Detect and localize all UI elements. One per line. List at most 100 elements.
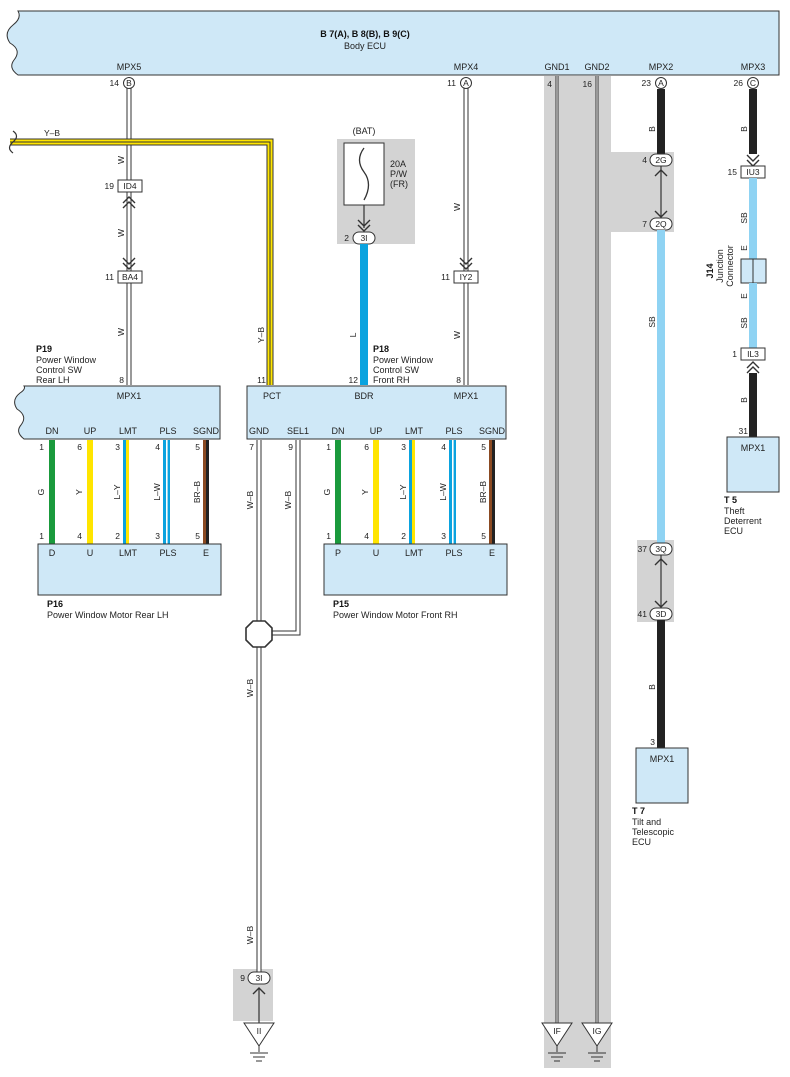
front-sw-code: P18 (373, 344, 389, 354)
j14-e1: E (739, 245, 749, 251)
j14-code: J14 (705, 263, 715, 278)
front-sw-mpx: MPX1 (454, 391, 479, 401)
rear-wire-g (49, 440, 55, 544)
splice-point (245, 620, 273, 648)
port-mpx2: MPX2 (649, 62, 674, 72)
ground-symbol-ii (243, 1022, 275, 1062)
rear-wire-y-label: Y (74, 489, 84, 495)
rear-sw-term-0: DN (46, 426, 59, 436)
conn-mpx5-label: B (126, 78, 132, 88)
arrow-down-3d (654, 600, 668, 608)
rear-motor-term-3: PLS (159, 548, 176, 558)
pin-bdr: 12 (349, 375, 359, 385)
theft-ecu-name1: Theft (724, 506, 745, 516)
front-sw-term-5: PLS (445, 426, 462, 436)
pin-gnd1: 4 (547, 79, 552, 89)
rear-sw-name1: Power Window (36, 355, 97, 365)
front-sw-pin-5: 4 (441, 442, 446, 452)
wire-w-1: W (116, 156, 126, 164)
conn-iy2-label: IY2 (460, 272, 473, 282)
port-gnd2: GND2 (584, 62, 609, 72)
front-motor-term-1: U (373, 548, 380, 558)
front-wire-g-label: G (322, 489, 332, 496)
rear-motor-code: P16 (47, 599, 63, 609)
conn-ba4-label: BA4 (122, 272, 138, 282)
wire-w-2: W (116, 229, 126, 237)
fuse-rating: 20A (390, 159, 406, 169)
ground-if-label: IF (553, 1026, 561, 1036)
arrow-up-2g (654, 169, 668, 177)
mpx2-wire-b-label: B (647, 126, 657, 132)
tilt-ecu-name1: Tilt and (632, 817, 661, 827)
conn-mpx3-label: C (750, 78, 756, 88)
arrow-up-3q (654, 558, 668, 566)
port-mpx3: MPX3 (741, 62, 766, 72)
break-mark (8, 130, 18, 154)
conn-il3 (740, 347, 766, 361)
front-sw-pin-0: 7 (249, 442, 254, 452)
wire-wb-mid-label: W–B (245, 678, 255, 697)
theft-ecu-box (726, 436, 780, 493)
fuse-name2: (FR) (390, 179, 408, 189)
conn-ba4 (117, 270, 143, 284)
wire-yb-label-vertical: Y–B (256, 327, 266, 343)
wire-w-3: W (116, 328, 126, 336)
wire-l (360, 244, 368, 385)
conn-2g-label: 2G (655, 155, 666, 165)
rear-sw-pin-3: 4 (155, 442, 160, 452)
rear-sw-name3: Rear LH (36, 375, 70, 385)
conn-mpx2-label: A (658, 78, 664, 88)
rear-motor-pin-0: 1 (39, 531, 44, 541)
front-sw-term-4: LMT (405, 426, 424, 436)
front-motor-term-4: E (489, 548, 495, 558)
front-sw-term-2: DN (332, 426, 345, 436)
mpx3-wire-b2 (749, 373, 757, 437)
front-sw-name3: Front RH (373, 375, 410, 385)
conn-mpx5 (123, 77, 135, 89)
rear-sw-pin-4: 5 (195, 442, 200, 452)
front-wire-gnd-label: W–B (245, 490, 255, 509)
tilt-ecu-name3: ECU (632, 837, 651, 847)
mpx2-wire-sb (657, 230, 665, 543)
conn-fuse-3i-label: 3I (360, 233, 367, 243)
ground-ig-label: IG (593, 1026, 602, 1036)
mpx3-wire-sb2 (749, 283, 757, 348)
rear-sw-mpx: MPX1 (117, 391, 142, 401)
ground-shade-gnd (544, 76, 611, 1068)
rear-motor-term-2: LMT (119, 548, 138, 558)
mpx3-wire-sb1 (749, 178, 757, 259)
front-wire-lw (449, 440, 456, 544)
pin-3q: 37 (638, 544, 648, 554)
pin-id4: 19 (105, 181, 115, 191)
rear-sw-name2: Control SW (36, 365, 83, 375)
body-ecu-box (6, 10, 780, 76)
rear-sw-term-1: UP (84, 426, 97, 436)
wire-wb-low-label: W–B (245, 925, 255, 944)
j14-e2: E (739, 293, 749, 299)
rear-motor-pin-2: 2 (115, 531, 120, 541)
body-ecu-name: Body ECU (344, 41, 386, 51)
tilt-ecu-code: T 7 (632, 806, 645, 816)
front-motor-pin-1: 4 (364, 531, 369, 541)
theft-ecu-code: T 5 (724, 495, 737, 505)
rear-motor-term-1: U (87, 548, 94, 558)
front-sw-name1: Power Window (373, 355, 434, 365)
rear-motor-term-0: D (49, 548, 56, 558)
fuse-icon (358, 147, 370, 201)
rear-wire-brb-label: BR–B (192, 481, 202, 504)
pin-mpx4: 11 (447, 78, 456, 88)
ground-ii-label: II (257, 1026, 262, 1036)
conn-2q-label: 2Q (655, 219, 667, 229)
conn-iy2 (453, 270, 479, 284)
rear-sw-term-2: LMT (119, 426, 138, 436)
conn-3q-label: 3Q (655, 544, 667, 554)
front-sw-box (246, 385, 507, 440)
mpx2-wire-b2-label: B (647, 684, 657, 690)
front-motor-name: Power Window Motor Front RH (333, 610, 458, 620)
body-ecu-title: B 7(A), B 8(B), B 9(C) (320, 29, 410, 39)
front-sw-bdr: BDR (354, 391, 374, 401)
arrow-up-il3 (746, 361, 760, 374)
theft-ecu-mpx: MPX1 (741, 443, 766, 453)
mpx3-wire-b (749, 89, 757, 154)
